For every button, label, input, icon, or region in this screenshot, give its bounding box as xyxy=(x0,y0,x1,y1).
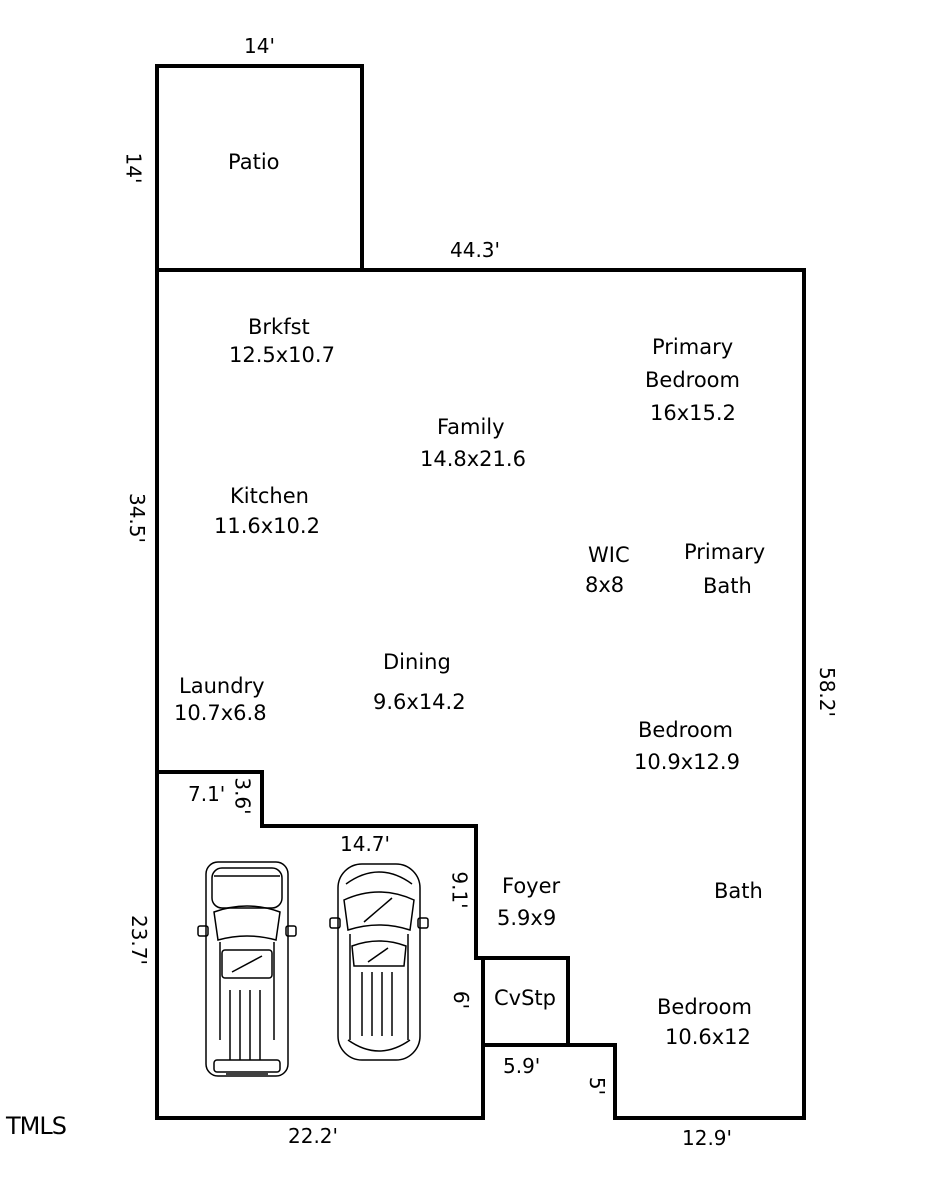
dimension-garage-right: 9.1' xyxy=(447,871,472,909)
room-cvstp-label: CvStp xyxy=(494,986,556,1010)
dimension-right-side: 58.2' xyxy=(815,666,840,718)
room-laundry-size: 10.7x6.8 xyxy=(174,701,267,725)
room-brkfst-size: 12.5x10.7 xyxy=(229,343,335,367)
dimension-step-depth: 5' xyxy=(585,1076,610,1096)
room-brkfst-label: Brkfst xyxy=(248,315,310,339)
dimension-garage-top: 14.7' xyxy=(340,832,391,856)
room-dining-label: Dining xyxy=(383,650,451,674)
dimension-garage-notch-width: 7.1' xyxy=(188,782,226,806)
dimension-garage-depth: 23.7' xyxy=(127,914,152,966)
room-foyer-size: 5.9x9 xyxy=(497,906,557,930)
dimension-patio-width: 14' xyxy=(244,34,275,58)
room-patio-label: Patio xyxy=(228,150,280,174)
dimension-left-upper: 34.5' xyxy=(125,492,150,544)
dimension-house-width-top: 44.3' xyxy=(450,238,501,262)
car-icon xyxy=(329,863,429,1061)
room-primary-bedroom-label: Bedroom xyxy=(645,368,740,392)
room-bath-label: Bath xyxy=(714,879,763,903)
room-primary-bedroom-size: 16x15.2 xyxy=(650,401,736,425)
room-dining-size: 9.6x14.2 xyxy=(373,690,466,714)
room-bedroom-size: 10.6x12 xyxy=(665,1025,751,1049)
dimension-garage-bottom: 22.2' xyxy=(288,1124,339,1148)
car-icon xyxy=(197,861,297,1077)
dimension-cvstp-side: 6' xyxy=(449,990,474,1010)
dimension-bottom-right: 12.9' xyxy=(682,1126,733,1150)
room-family-label: Family xyxy=(437,415,505,439)
dimension-patio-depth: 14' xyxy=(121,152,146,184)
room-bedroom-label: Bedroom xyxy=(638,718,733,742)
room-kitchen-label: Kitchen xyxy=(230,484,309,508)
tmls-watermark: TMLS xyxy=(6,1112,67,1140)
dimension-cvstp-bottom: 5.9' xyxy=(503,1054,541,1078)
room-primary-bath-label: Bath xyxy=(703,574,752,598)
room-bedroom-size: 10.9x12.9 xyxy=(634,750,740,774)
dimension-garage-notch-depth: 3.6' xyxy=(230,777,255,815)
room-kitchen-size: 11.6x10.2 xyxy=(214,514,320,538)
room-wic-label: WIC xyxy=(588,543,630,567)
room-primary-bedroom-label: Primary xyxy=(652,335,734,359)
room-laundry-label: Laundry xyxy=(179,674,265,698)
room-bedroom-label: Bedroom xyxy=(657,995,752,1019)
room-primary-bath-label: Primary xyxy=(684,540,766,564)
room-wic-size: 8x8 xyxy=(585,573,625,597)
garage-wall xyxy=(157,770,483,960)
room-foyer-label: Foyer xyxy=(502,874,561,898)
room-family-size: 14.8x21.6 xyxy=(420,447,526,471)
